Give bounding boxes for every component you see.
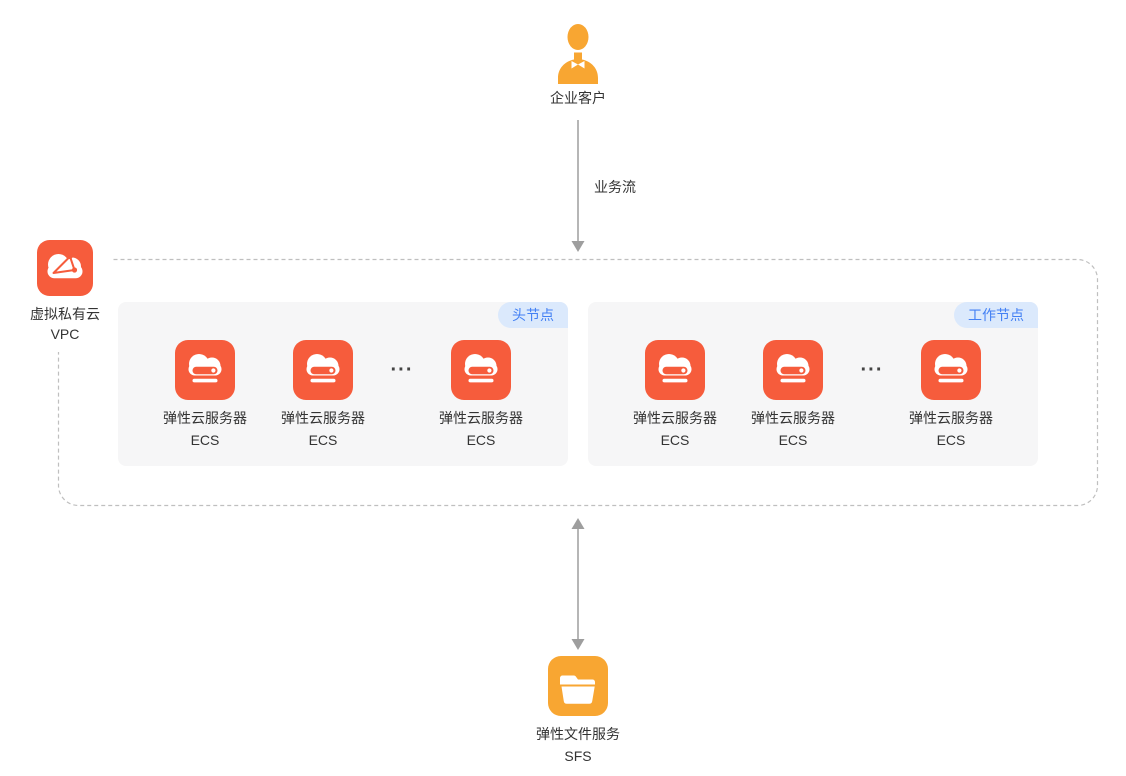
ecs-name: 弹性云服务器 [633,410,717,426]
head-node-row: 弹性云服务器 ECS 弹性云服务器 ECS ··· 弹性云服务器 ECS [118,302,568,450]
ecs-abbr: ECS [778,432,808,448]
ecs-abbr: ECS [936,432,966,448]
customer-label: 企业客户 [550,90,606,106]
vpc-abbr: VPC [50,326,80,342]
ecs-node: 弹性云服务器 ECS [741,340,845,450]
storage-flow-arrow [571,518,585,650]
worker-node-badge: 工作节点 [954,302,1038,328]
vpc-name: 虚拟私有云 [30,306,100,322]
ecs-name: 弹性云服务器 [909,410,993,426]
vpc-icon [37,240,93,296]
worker-node-row: 弹性云服务器 ECS 弹性云服务器 ECS ··· 弹性云服务器 ECS [588,302,1038,450]
ecs-node: 弹性云服务器 ECS [623,340,727,450]
cloud-server-icon [921,340,981,400]
cloud-server-icon [293,340,353,400]
person-icon [555,24,601,84]
business-flow-arrow [571,120,585,252]
ecs-node: 弹性云服务器 ECS [429,340,533,450]
ecs-abbr: ECS [308,432,338,448]
folder-icon [548,656,608,716]
ecs-node: 弹性云服务器 ECS [271,340,375,450]
head-node-badge: 头节点 [498,302,568,328]
cloud-server-icon [451,340,511,400]
sfs-group: 弹性文件服务 SFS [498,656,658,766]
ecs-node: 弹性云服务器 ECS [899,340,1003,450]
vpc-group: 虚拟私有云 VPC [19,238,111,352]
worker-node-panel: 工作节点 弹性云服务器 ECS 弹性云服务器 ECS ··· 弹性云服务器 EC… [588,302,1038,466]
ellipsis: ··· [390,358,414,381]
customer-group: 企业客户 [498,24,658,108]
head-node-panel: 头节点 弹性云服务器 ECS 弹性云服务器 ECS ··· 弹性云服务器 ECS [118,302,568,466]
ecs-name: 弹性云服务器 [281,410,365,426]
ecs-abbr: ECS [660,432,690,448]
sfs-abbr: SFS [564,748,592,764]
sfs-name: 弹性文件服务 [536,726,620,742]
ellipsis: ··· [860,358,884,381]
cloud-server-icon [175,340,235,400]
business-flow-label: 业务流 [594,179,636,195]
ecs-name: 弹性云服务器 [439,410,523,426]
cloud-server-icon [763,340,823,400]
ecs-node: 弹性云服务器 ECS [153,340,257,450]
cloud-server-icon [645,340,705,400]
ecs-name: 弹性云服务器 [751,410,835,426]
ecs-abbr: ECS [190,432,220,448]
ecs-abbr: ECS [466,432,496,448]
ecs-name: 弹性云服务器 [163,410,247,426]
